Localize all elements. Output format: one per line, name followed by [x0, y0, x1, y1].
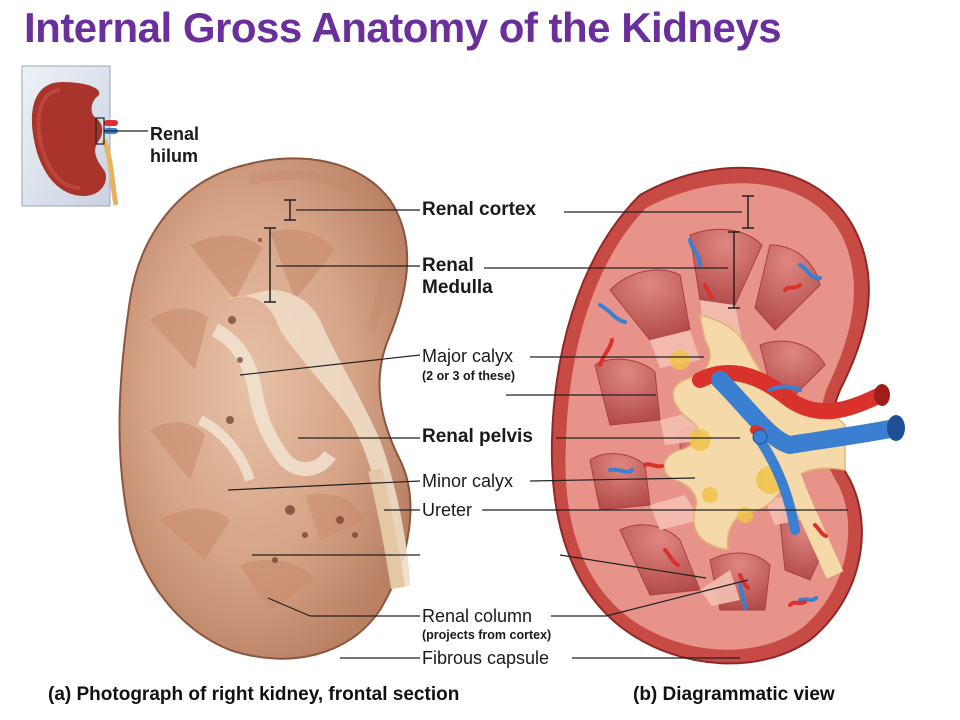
label-renal-hilum-line2: hilum — [150, 146, 198, 166]
label-renal-hilum-line1: Renal — [150, 124, 200, 144]
label-major-calyx: Major calyx — [422, 346, 514, 366]
kidney-photograph — [118, 157, 412, 660]
label-minor-calyx: Minor calyx — [422, 471, 514, 491]
page-title: Internal Gross Anatomy of the Kidneys — [24, 4, 782, 51]
label-renal-column-note: (projects from cortex) — [422, 628, 552, 642]
label-renal-cortex: Renal cortex — [422, 199, 537, 220]
label-fibrous-capsule: Fibrous capsule — [422, 648, 550, 668]
label-ureter: Ureter — [422, 500, 473, 520]
label-renal-column: Renal column — [422, 606, 533, 626]
kidney-diagram — [550, 166, 905, 665]
label-renal-medulla-line2: Medulla — [422, 277, 493, 298]
caption-photograph: (a) Photograph of right kidney, frontal … — [48, 684, 460, 705]
label-renal-medulla: Renal Medulla — [422, 255, 493, 299]
label-renal-hilum: Renal hilum — [150, 123, 199, 167]
label-renal-pelvis: Renal pelvis — [422, 426, 533, 447]
caption-diagrammatic: (b) Diagrammatic view — [633, 684, 835, 705]
inset-hilum — [21, 65, 148, 207]
label-renal-medulla-line1: Renal — [422, 255, 474, 276]
leader-lines — [227, 209, 848, 659]
label-major-calyx-note: (2 or 3 of these) — [422, 369, 516, 383]
